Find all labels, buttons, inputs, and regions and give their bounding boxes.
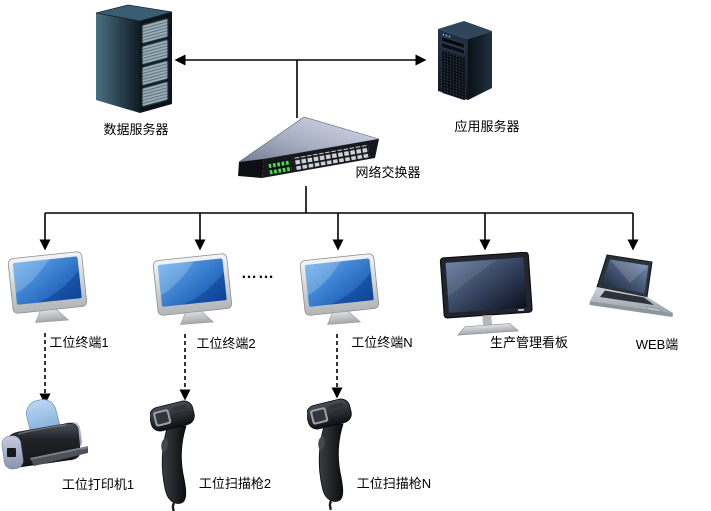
ellipsis-text: ……: [241, 265, 275, 282]
workstation-monitor-icon: [152, 253, 233, 325]
printer-1-label: 工位打印机1: [61, 477, 135, 492]
app-server-node: [430, 16, 500, 102]
terminal-2-label: 工位终端2: [196, 336, 256, 351]
web-label: WEB端: [635, 337, 679, 352]
server-rack-icon: [95, 4, 173, 113]
terminal-1-label: 工位终端1: [49, 335, 109, 350]
printer-icon: [1, 399, 88, 470]
terminal-2-node: [147, 250, 239, 338]
workstation-monitor-icon: [7, 251, 88, 323]
kanban-display-icon: [439, 252, 533, 336]
data-server-node: [92, 3, 178, 115]
tower-server-icon: [438, 21, 492, 101]
data-server-label: 数据服务器: [103, 122, 169, 137]
scanner-n-node: [307, 396, 363, 510]
network-switch-icon: [238, 116, 380, 178]
kanban-node: [438, 252, 538, 340]
switch-node: [232, 112, 380, 200]
terminal-1-node: [2, 248, 94, 336]
scanner-n-label: 工位扫描枪N: [356, 476, 432, 491]
terminal-n-node: [294, 250, 386, 338]
web-node: [586, 252, 678, 332]
scanner-2-node: [150, 398, 206, 511]
kanban-label: 生产管理看板: [489, 335, 569, 350]
laptop-icon: [589, 254, 673, 317]
workstation-monitor-icon: [299, 253, 380, 325]
printer-1-node: [0, 398, 92, 486]
barcode-scanner-icon: [307, 398, 352, 510]
app-server-label: 应用服务器: [454, 119, 520, 134]
scanner-2-label: 工位扫描枪2: [198, 476, 272, 491]
barcode-scanner-icon: [150, 400, 195, 511]
switch-label: 网络交换器: [355, 165, 421, 180]
terminal-n-label: 工位终端N: [351, 335, 413, 350]
